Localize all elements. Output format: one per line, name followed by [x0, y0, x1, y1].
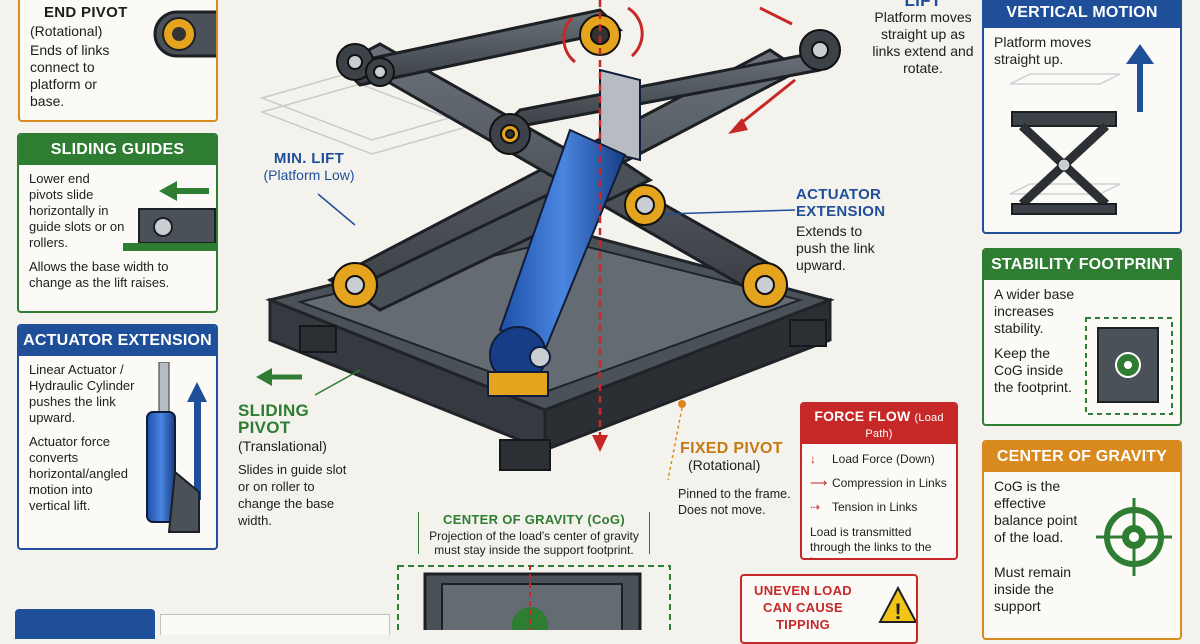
actuator-cylinder — [487, 68, 641, 397]
actuator-extension-body: Linear Actuator / Hydraulic Cylinder pus… — [19, 356, 216, 528]
force-flow-header: FORCE FLOW (Load Path) — [802, 404, 956, 444]
uneven-load-title: UNEVEN LOAD CAN CAUSE TIPPING — [754, 583, 852, 632]
actuator-label: ACTUATOR EXTENSION Extends to push the l… — [796, 186, 886, 274]
down-arrow-icon: ↓ — [810, 452, 816, 466]
vertical-motion-icon — [1009, 44, 1154, 215]
fixed-pivot-subtitle: (Rotational) — [688, 457, 761, 473]
force-flow-card: FORCE FLOW (Load Path) ↓Load Force (Down… — [800, 402, 958, 560]
sliding-pivot-label: SLIDING PIVOT (Translational) Slides in … — [238, 402, 353, 529]
stability-text-2: Keep the CoG inside the footprint. — [994, 345, 1072, 395]
cog-footprint-graphic — [397, 565, 671, 630]
force-flow-text: Load is transmitted through the links to… — [810, 525, 932, 558]
dashed-arrow-icon: ⇢ — [810, 500, 821, 514]
center-of-gravity-body: CoG is the effective balance point of th… — [984, 472, 1180, 629]
min-lift-title: MIN. LIFT — [273, 150, 345, 167]
cog-text-1: CoG is the effective balance point of th… — [994, 478, 1078, 545]
fixed-pivot-text: Pinned to the frame. Does not move. — [678, 487, 791, 517]
load-path-arrows — [562, 0, 796, 452]
force-legend-tension: ⇢Tension in Links — [810, 500, 918, 514]
sliding-guides-text-2: Allows the base width to change as the l… — [29, 259, 170, 290]
leader-lines — [314, 193, 796, 481]
fixed-pivot-label: FIXED PIVOT (Rotational) Pinned to the f… — [672, 440, 792, 518]
lift-label: LIFT Platform moves straight up as links… — [868, 0, 978, 77]
force-flow-title: FORCE FLOW — [814, 408, 911, 424]
end-pivot-icon — [153, 10, 216, 58]
warning-icon: ! — [878, 586, 916, 624]
lift-text: Platform moves straight up as links exte… — [872, 9, 974, 76]
cog-text-2: Must remain inside the support — [994, 564, 1072, 614]
actuator-cylinder-icon — [146, 362, 207, 533]
stability-text-1: A wider base increases stability. — [994, 286, 1075, 336]
actuator-extension-card: ACTUATOR EXTENSION Linear Actuator / Hyd… — [17, 324, 218, 550]
svg-text:!: ! — [894, 599, 901, 624]
end-pivot-card: END PIVOT (Rotational) Ends of links con… — [18, 0, 218, 122]
uneven-load-card: UNEVEN LOAD CAN CAUSE TIPPING ! — [740, 574, 918, 644]
sliding-guides-card: SLIDING GUIDES Lower end pivots slide ho… — [17, 133, 218, 313]
sliding-arrow-icon — [256, 368, 302, 386]
vertical-motion-body: Platform moves straight up. — [984, 28, 1180, 74]
lift-title: LIFT — [904, 0, 942, 10]
min-lift-label: MIN. LIFT (Platform Low) — [250, 150, 368, 184]
cog-bottom-text: Projection of the load's center of gravi… — [429, 529, 639, 557]
stability-footprint-body: A wider base increases stability. Keep t… — [984, 280, 1180, 410]
force-legend-compression: ⟶Compression in Links — [810, 476, 947, 490]
right-arrow-icon: ⟶ — [810, 476, 828, 490]
actuator-label-title: ACTUATOR EXTENSION — [796, 186, 886, 220]
vertical-motion-card: VERTICAL MOTION Platform moves straight … — [982, 0, 1182, 234]
actuator-label-text: Extends to push the link upward. — [796, 223, 875, 273]
sliding-guide-icon — [123, 181, 216, 251]
center-of-gravity-title: CENTER OF GRAVITY — [984, 442, 1180, 472]
vertical-motion-text: Platform moves straight up. — [994, 34, 1092, 67]
stability-footprint-card: STABILITY FOOTPRINT A wider base increas… — [982, 248, 1182, 426]
end-pivot-body: END PIVOT (Rotational) Ends of links con… — [20, 0, 216, 116]
force-flow-title-small: (Load Path) — [865, 412, 944, 440]
fixed-pivot-title: FIXED PIVOT — [680, 440, 783, 457]
cog-bottom-box: CENTER OF GRAVITY (CoG) Projection of th… — [418, 512, 650, 557]
pivot-pins — [332, 14, 841, 308]
min-lift-subtitle: (Platform Low) — [263, 167, 355, 183]
end-pivot-subtitle: (Rotational) — [30, 23, 103, 39]
sliding-guides-title: SLIDING GUIDES — [19, 135, 216, 165]
bottom-left-tab — [15, 609, 155, 639]
sliding-guides-text-1: Lower end pivots slide horizontally in g… — [29, 171, 125, 250]
force-legend-load: ↓Load Force (Down) — [810, 452, 935, 466]
scissor-lift-illustration — [256, 0, 841, 630]
footprint-icon — [1085, 317, 1173, 415]
bottom-left-panel-edge — [160, 614, 390, 635]
end-pivot-title: END PIVOT — [44, 4, 128, 21]
sliding-pivot-subtitle: (Translational) — [238, 438, 327, 454]
end-pivot-text: Ends of links connect to platform or bas… — [30, 42, 110, 109]
sliding-pivot-text: Slides in guide slot or on roller to cha… — [238, 462, 347, 528]
center-of-gravity-card: CENTER OF GRAVITY CoG is the effective b… — [982, 440, 1182, 640]
vertical-motion-title: VERTICAL MOTION — [984, 0, 1180, 28]
cog-target-icon — [1096, 498, 1172, 576]
actuator-extension-text-1: Linear Actuator / Hydraulic Cylinder pus… — [29, 362, 135, 425]
actuator-extension-title: ACTUATOR EXTENSION — [19, 326, 216, 356]
cog-bottom-title: CENTER OF GRAVITY (CoG) — [443, 512, 625, 527]
sliding-pivot-title: SLIDING PIVOT — [238, 401, 310, 437]
actuator-extension-text-2: Actuator force converts horizontal/angle… — [29, 434, 129, 513]
sliding-guides-body: Lower end pivots slide horizontally in g… — [19, 165, 216, 305]
stability-footprint-title: STABILITY FOOTPRINT — [984, 250, 1180, 280]
force-flow-body: ↓Load Force (Down) ⟶Compression in Links… — [802, 444, 956, 558]
